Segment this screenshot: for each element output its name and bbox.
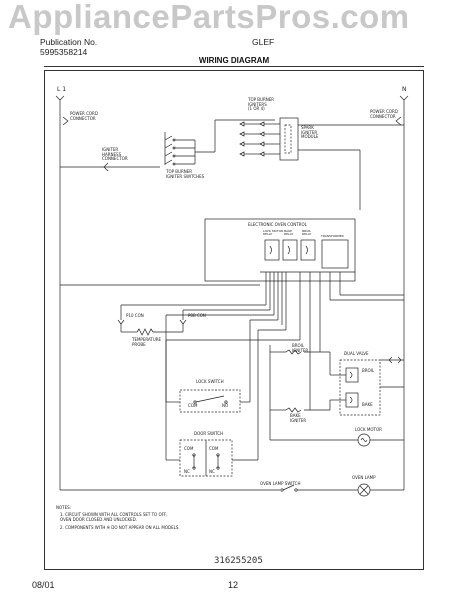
terminal-n-label: N [402, 86, 407, 93]
publication-number-label: Publication No. [40, 37, 98, 47]
door-switch [165, 329, 300, 477]
temperature-probe [117, 304, 270, 336]
top-burner-igniter-switches-label: TOP BURNER IGNITER SWITCHES [166, 169, 205, 179]
n-terminal-arrow [399, 95, 409, 101]
watermark: AppliancePartsPros.com [8, 0, 410, 35]
oven-lamp-circuit [59, 470, 405, 497]
model-number: GLEF [252, 37, 275, 47]
power-cord-connector-left-label: POWER CORD CONNECTOR [70, 111, 98, 121]
pin-con-right-label: P8B CON [188, 313, 206, 318]
lock-switch-no-label: NO [222, 403, 229, 408]
note-1: 1. CIRCUIT SHOWN WITH ALL CONTROLS SET T… [60, 512, 168, 522]
footer-date: 08/01 [32, 580, 55, 590]
bake-valve-label: BAKE [362, 402, 373, 407]
door-switch-com-label: COM [184, 446, 194, 451]
igniter-harness-label: IGNITER HARNESS CONNECTOR [102, 147, 128, 162]
transformer-box [321, 239, 349, 269]
lock-motor-label: LOCK MOTOR [355, 427, 382, 432]
dual-valve-label: DUAL VALVE [344, 351, 369, 356]
bake-igniter-label: BAKE IGNITER [290, 413, 307, 423]
relay-2-label: BAKE RELAY [284, 229, 294, 237]
relay-3 [300, 239, 316, 261]
spark-igniter-module-box [279, 117, 299, 161]
transformer-label: TRANSFORMER [321, 234, 344, 238]
power-cord-connector-right-label: POWER CORD CONNECTOR [370, 109, 398, 119]
electronic-oven-control-box [204, 218, 356, 282]
top-burner-igniters [239, 121, 280, 157]
publication-number: 5995358214 [40, 47, 88, 57]
oven-lamp-label: OVEN LAMP [352, 475, 376, 480]
door-switch-nc-2-label: NC [209, 469, 215, 474]
dual-valve [329, 352, 404, 416]
broil-valve-label: BROIL [362, 368, 375, 373]
power-cord-connector-left [62, 116, 69, 126]
control-harness [60, 272, 404, 350]
diagram-title: WIRING DIAGRAM [198, 56, 270, 65]
diagram-frame [44, 70, 424, 570]
door-switch-label: DOOR SWITCH [194, 431, 224, 436]
oven-igniters [269, 340, 330, 440]
door-switch-com-2-label: COM [209, 446, 219, 451]
door-switch-nc-label: NC [184, 469, 190, 474]
relay-2 [282, 239, 298, 261]
footer-page-number: 12 [228, 580, 239, 590]
top-burner-igniters-label: TOP BURNER IGNITERS (1 OR 4) [248, 97, 275, 112]
relay-3-label: BROIL RELAY [302, 229, 312, 237]
power-cord-connector-right [395, 116, 402, 126]
electronic-oven-control-label: ELECTRONIC OVEN CONTROL [248, 222, 307, 227]
temperature-probe-label: TEMPERATURE PROBE [132, 337, 162, 347]
l1-terminal-arrow [55, 95, 65, 101]
lock-switch-label: LOCK SWITCH [196, 379, 224, 384]
notes-heading: NOTES: [56, 505, 71, 510]
broil-igniter-label: BROIL IGNITER [292, 343, 309, 353]
note-2: 2. COMPONENTS WITH ※ DO NOT APPEAR ON AL… [60, 525, 180, 530]
oven-lamp-switch-label: OVEN LAMP SWITCH [260, 481, 301, 486]
relay-1 [264, 239, 280, 261]
title-rule [44, 66, 424, 67]
document-number: 316255205 [214, 556, 263, 566]
relay-1-label: LOCK MOTOR RELAY [263, 229, 284, 237]
lock-switch-com-label: COM [188, 403, 198, 408]
terminal-l1-label: L 1 [57, 86, 67, 93]
pin-con-left-label: P10 CON [126, 313, 144, 318]
lock-motor [270, 433, 404, 447]
spark-igniter-module-label: SPARK IGNITER MODULE [301, 125, 319, 140]
top-burner-igniter-switches [164, 119, 275, 166]
